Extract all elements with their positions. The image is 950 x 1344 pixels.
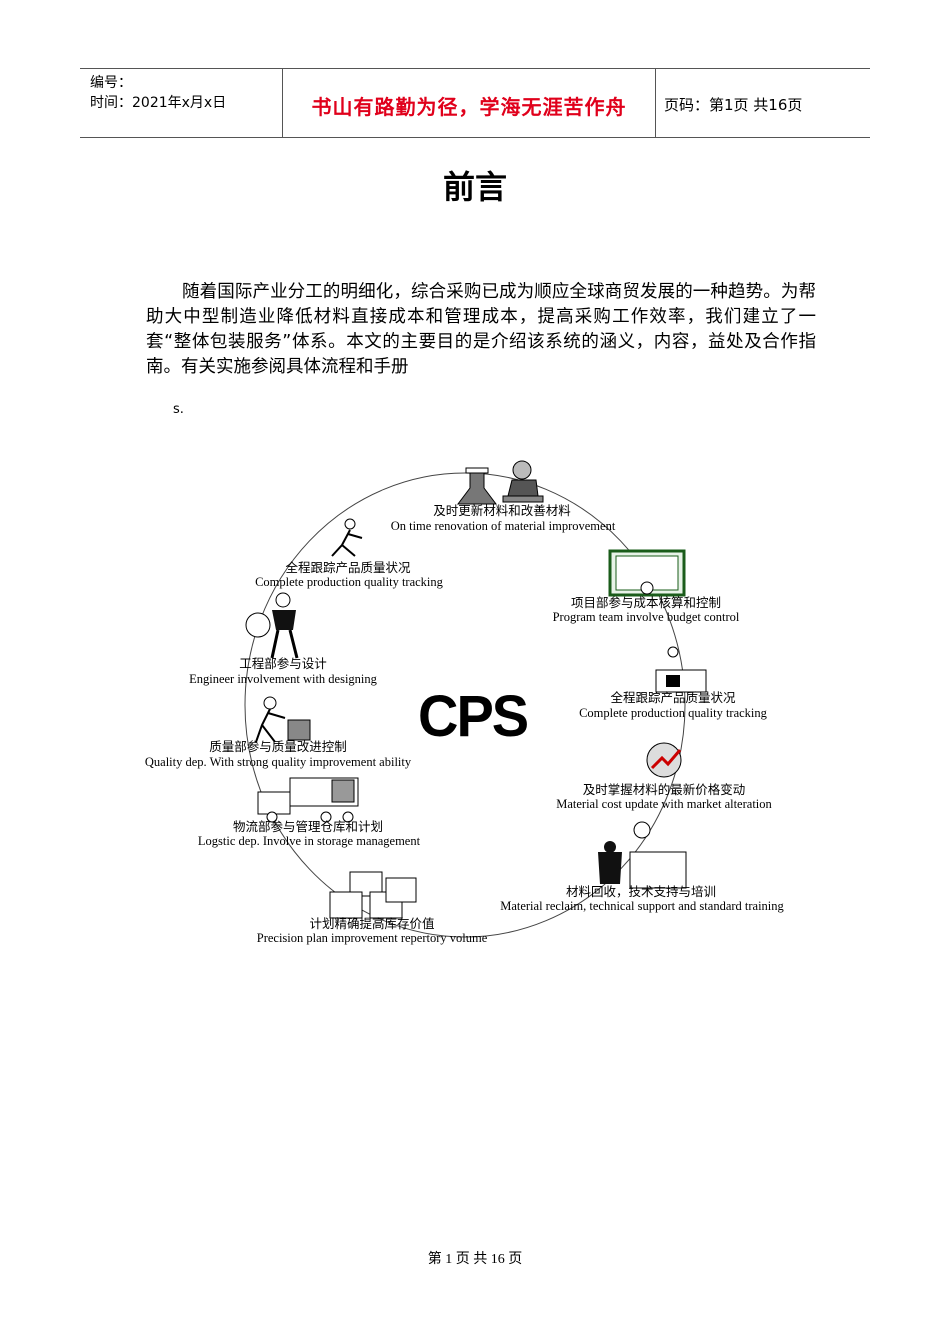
step-1-en: On time renovation of material improveme… [391,519,616,533]
step-3-en: Complete production quality tracking [579,706,768,720]
number-label: 编号： [90,75,132,91]
step-9-zh: 工程部参与设计 [239,656,327,671]
header-meta-cell: 编号： 时间：2021年x月x日 [80,69,282,137]
step-6-en: Precision plan improvement repertory vol… [257,931,488,945]
step-8-en: Quality dep. With strong quality improve… [145,755,412,769]
step-7-en: Logstic dep. Involve in storage manageme… [198,834,421,848]
quality-worker-icon [255,696,311,743]
computer-user-icon [655,646,707,693]
step-4-zh: 及时掌握材料的最新价格变动 [583,782,746,797]
step-2-zh: 项目部参与成本核算和控制 [571,595,721,610]
price-chart-icon [646,742,682,778]
intro-paragraph: 随着国际产业分工的明细化，综合采购已成为顺应全球商贸发展的一种趋势。为帮助大中型… [146,282,816,377]
stray-text: s. [173,402,184,417]
lab-equipment-icon [457,460,544,505]
step-3-zh: 全程跟踪产品质量状况 [610,690,736,705]
page-code: 页码：第1页 共16页 [664,96,803,114]
meeting-people-icon [598,821,687,889]
step-7-zh: 物流部参与管理仓库和计划 [233,819,383,834]
page-footer: 第 1 页 共 16 页 [427,1252,523,1267]
header-motto-cell: 书山有路勤为径，学海无涯苦作舟 [282,69,656,137]
cycle-ring [244,472,686,938]
step-8-zh: 质量部参与质量改进控制 [209,739,347,754]
step-1-zh: 及时更新材料和改善材料 [433,503,571,518]
step-5-zh: 材料回收，技术支持与培训 [566,884,716,899]
forklift-truck-icon [257,777,359,823]
step-9-en: Engineer involvement with designing [189,672,378,686]
step-2-en: Program team involve budget control [553,610,740,624]
cps-cycle-diagram: 及时更新材料和改善材料 On time renovation of materi… [145,460,785,945]
cps-center-label: CPS [418,682,529,749]
certificate-icon [608,549,686,597]
motto: 书山有路勤为径，学海无涯苦作舟 [311,95,627,119]
storage-boxes-icon [329,871,417,919]
step-5-en: Material reclaim, technical support and … [500,899,784,913]
time-label: 时间：2021年x月x日 [90,95,227,111]
step-10-zh: 全程跟踪产品质量状况 [285,560,411,575]
step-4-en: Material cost update with market alterat… [556,797,772,811]
step-10-en: Complete production quality tracking [255,575,444,589]
page-title: 前言 [442,168,507,206]
step-6-zh: 计划精确提高库存价值 [309,916,434,931]
worker-walking-icon [331,518,363,557]
header-page-cell: 页码：第1页 共16页 [655,69,870,137]
engineer-icon [245,592,299,659]
document-header: 编号： 时间：2021年x月x日 书山有路勤为径，学海无涯苦作舟 页码：第1页 … [80,68,870,138]
